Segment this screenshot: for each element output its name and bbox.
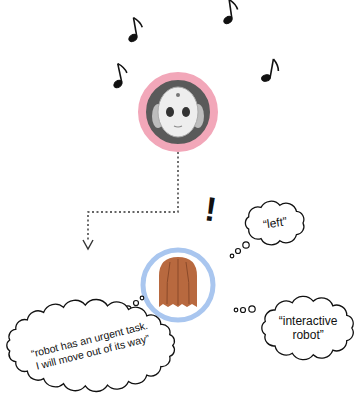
person-icon xyxy=(143,250,213,320)
robot-icon xyxy=(142,76,214,148)
cloud-shape xyxy=(245,201,303,245)
cloud-shape xyxy=(7,299,175,391)
thought-text: “left” xyxy=(262,214,288,232)
thought-bubble: “left” xyxy=(240,198,310,248)
cloud-shape xyxy=(262,296,353,359)
dotted-arrow xyxy=(83,152,178,249)
thought-bubble: “interactive robot” xyxy=(257,294,359,362)
exclamation-mark: ! xyxy=(202,189,219,229)
thought-dots xyxy=(125,242,255,313)
thought-bubble: “robot has an urgent task. I will move o… xyxy=(2,298,180,393)
thought-text: “interactive robot” xyxy=(275,314,341,343)
